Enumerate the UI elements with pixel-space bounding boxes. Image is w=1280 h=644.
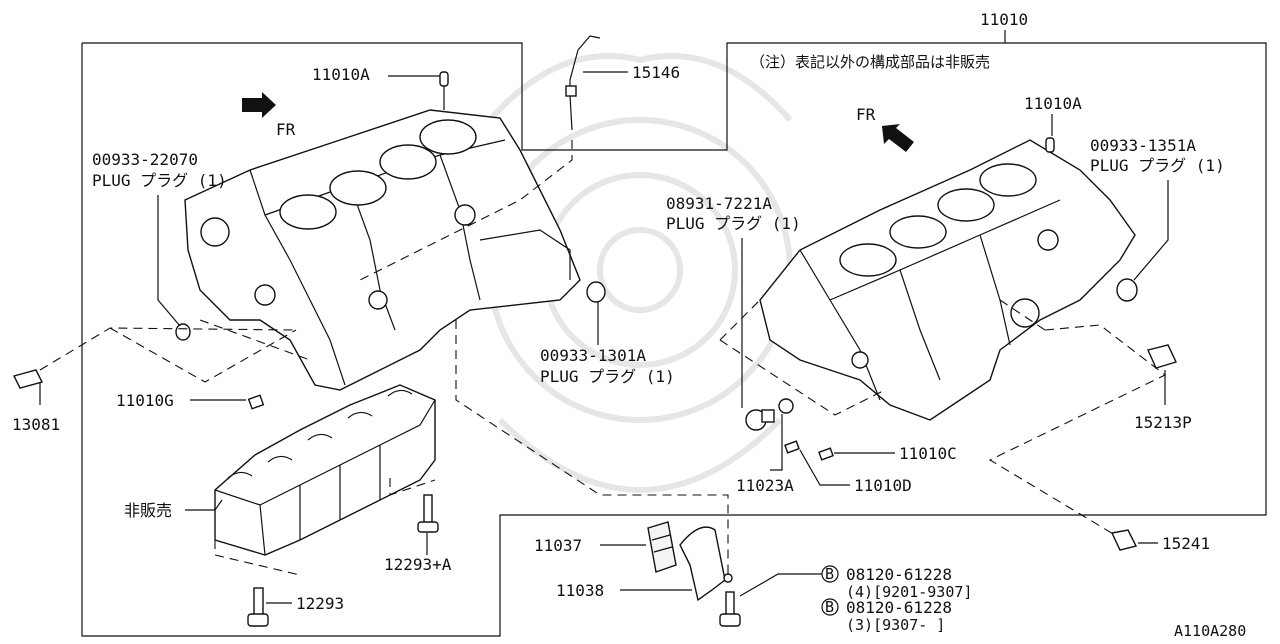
label-11023A: 11023A — [736, 476, 794, 495]
main-bearing-ladder — [214, 384, 436, 556]
label-08931-7221A: 08931-7221A — [666, 194, 772, 213]
label-plug-22070: PLUG プラグ (1) — [92, 171, 227, 190]
label-11010A-left: 11010A — [312, 65, 370, 84]
plug-00933-1351A — [1116, 278, 1138, 302]
plug-08931-7221A — [745, 409, 775, 431]
cylinder-block-right — [759, 139, 1136, 421]
plug-00933-1301A — [586, 281, 606, 303]
label-13081: 13081 — [12, 415, 60, 434]
label-08120-b: 08120-61228 — [846, 598, 952, 617]
washer-11023A — [778, 398, 794, 414]
bolt-marker-b: B — [821, 598, 839, 616]
sensor-13081 — [12, 369, 44, 389]
figure-id: A110A280 — [1174, 622, 1246, 639]
label-00933-1351A: 00933-1351A — [1090, 136, 1196, 155]
bolt-12293 — [247, 587, 269, 627]
label-12293A: 12293+A — [384, 555, 452, 574]
bolt-12293A — [417, 494, 439, 533]
label-11037: 11037 — [534, 536, 582, 555]
dashed-lines — [39, 140, 1167, 576]
retainer-11038 — [679, 526, 733, 602]
dowel-11010G — [247, 394, 265, 410]
label-11010A-right: 11010A — [1024, 94, 1082, 113]
plug-15241 — [1110, 529, 1138, 551]
dowel-11010A-right — [1045, 137, 1055, 153]
leader-lines — [39, 71, 1169, 604]
cylinder-block-left — [184, 109, 581, 391]
label-11010C: 11010C — [899, 444, 957, 463]
sensor-15213P — [1147, 344, 1177, 369]
svg-text:B: B — [825, 598, 834, 616]
label-11010D: 11010D — [854, 476, 912, 495]
label-15241: 15241 — [1162, 534, 1210, 553]
label-12293: 12293 — [296, 594, 344, 613]
label-plug-1301A: PLUG プラグ (1) — [540, 367, 675, 386]
note-not-sold: （注）表記以外の構成部品は非販売 — [750, 53, 990, 71]
fr-arrow-left: FR — [242, 92, 296, 139]
dowel-11010D — [784, 440, 800, 454]
label-08120-b-range: (3)[9307- ] — [846, 616, 945, 634]
assembly-outline — [81, 30, 1267, 637]
label-15146: 15146 — [632, 63, 680, 82]
svg-text:FR: FR — [856, 105, 876, 124]
label-00933-1301A: 00933-1301A — [540, 346, 646, 365]
label-15213P: 15213P — [1134, 413, 1192, 432]
plug-00933-22070 — [175, 323, 191, 341]
dowel-11010A-left — [439, 71, 449, 87]
svg-text:FR: FR — [276, 120, 296, 139]
bolt-marker-a: B — [821, 565, 839, 583]
dowel-11010C — [818, 447, 834, 461]
fr-arrow-right: FR — [856, 105, 914, 152]
label-11010G: 11010G — [116, 391, 174, 410]
label-not-sold: 非販売 — [124, 501, 172, 520]
label-11038: 11038 — [556, 581, 604, 600]
label-08120-a: 08120-61228 — [846, 565, 952, 584]
svg-text:B: B — [825, 565, 834, 583]
label-08120-a-range: (4)[9201-9307] — [846, 583, 972, 601]
label-plug-1351A: PLUG プラグ (1) — [1090, 156, 1225, 175]
assembly-ref-label: 11010 — [980, 10, 1028, 29]
dipstick-15146 — [565, 35, 601, 131]
seal-11037 — [647, 521, 677, 573]
bolt-08120 — [719, 591, 741, 627]
label-plug-7221A: PLUG プラグ (1) — [666, 214, 801, 233]
label-00933-22070: 00933-22070 — [92, 150, 198, 169]
